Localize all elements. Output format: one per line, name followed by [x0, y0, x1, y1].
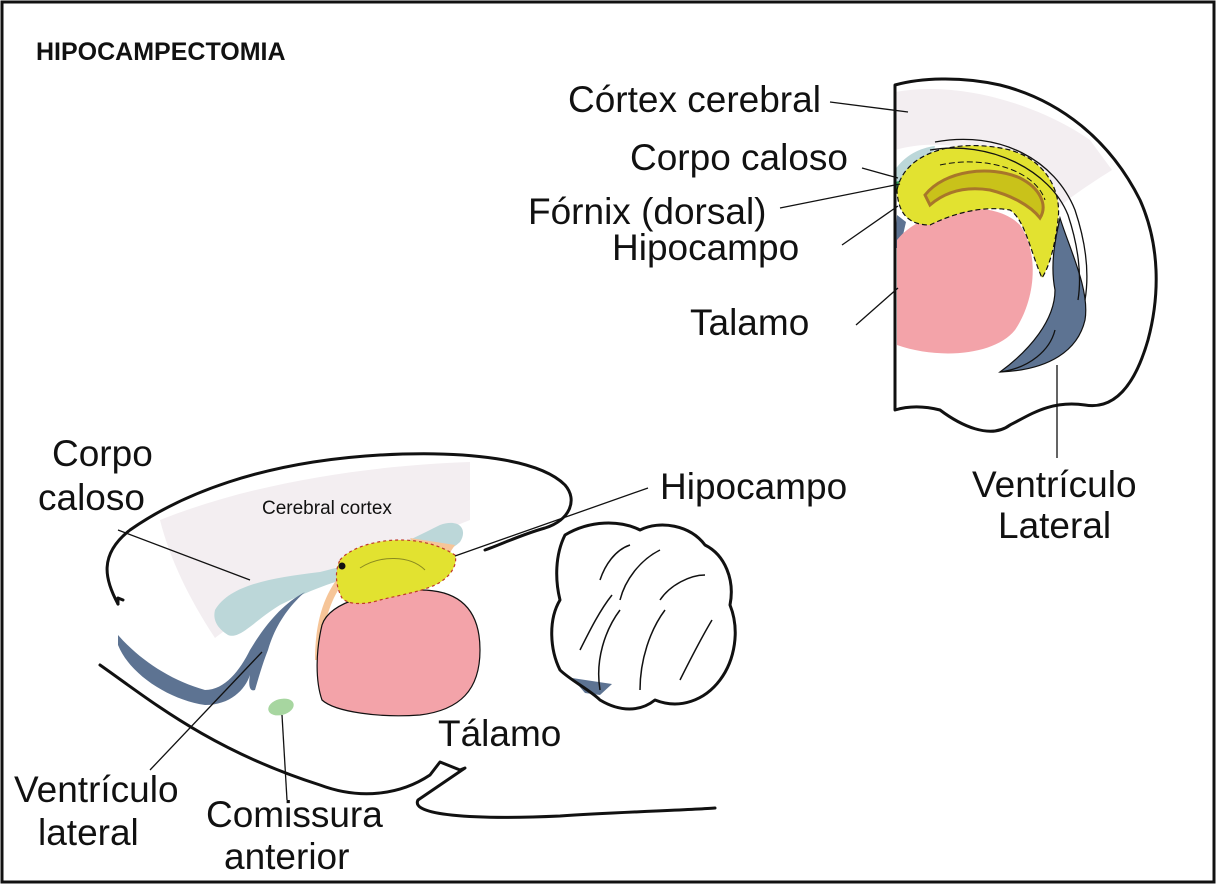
coronal-label-corpo-caloso: Corpo caloso — [630, 137, 848, 178]
figure-title: HIPOCAMPECTOMIA — [36, 38, 286, 66]
sagittal-talamo — [317, 590, 480, 716]
sagittal-label-cerebral-cortex: Cerebral cortex — [262, 498, 392, 519]
coronal-label-talamo: Talamo — [690, 302, 809, 343]
sagittal-label-ventriculo-2: lateral — [38, 812, 139, 853]
coronal-label-fornix: Fórnix (dorsal) — [528, 191, 767, 232]
sagittal-label-hipocampo: Hipocampo — [660, 466, 847, 507]
sagittal-label-ventriculo-1: Ventrículo — [14, 769, 179, 810]
sagittal-label-corpo-caloso-1: Corpo — [52, 433, 153, 474]
coronal-label-ventriculo-1: Ventrículo — [972, 464, 1137, 505]
coronal-talamo — [897, 209, 1033, 354]
sagittal-label-comissura-2: anterior — [224, 836, 349, 877]
sagittal-label-corpo-caloso-2: caloso — [38, 477, 145, 518]
sagittal-fornix-dot — [339, 563, 346, 570]
sagittal-label-talamo: Tálamo — [438, 713, 561, 754]
coronal-label-ventriculo-2: Lateral — [998, 505, 1111, 546]
sagittal-label-comissura-1: Comissura — [206, 794, 383, 835]
coronal-label-cortex: Córtex cerebral — [568, 79, 821, 120]
coronal-label-hipocampo: Hipocampo — [612, 227, 799, 268]
